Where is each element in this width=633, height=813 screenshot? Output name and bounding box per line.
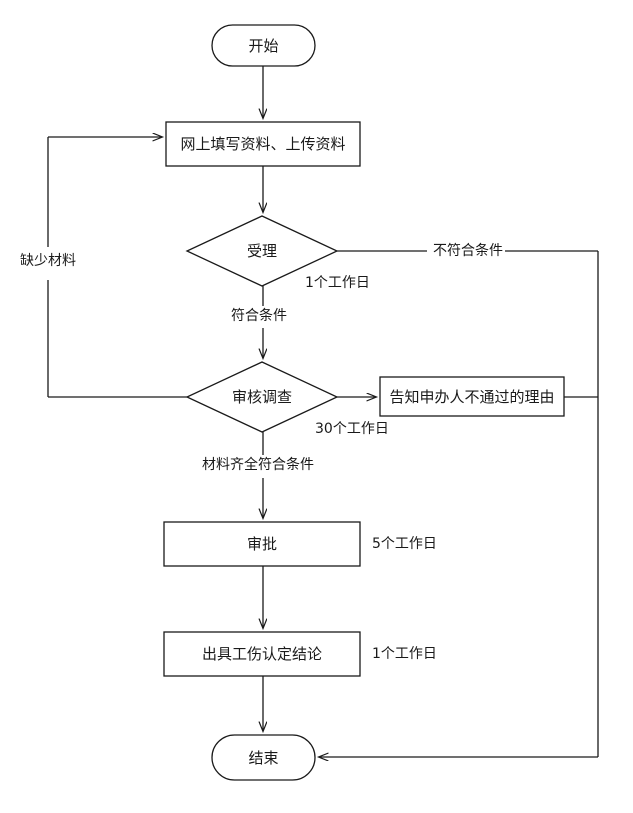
shape-fill-online <box>165 121 361 167</box>
edge-label-review-duration: 30个工作日 <box>313 421 391 438</box>
node-conclusion[interactable] <box>164 632 360 676</box>
edge-label-accept-duration: 1个工作日 <box>303 275 372 292</box>
node-review[interactable] <box>187 362 337 432</box>
edge-label-approve-duration: 5个工作日 <box>370 536 439 553</box>
node-end[interactable] <box>212 735 315 780</box>
node-start[interactable] <box>212 25 315 66</box>
shape-accept <box>185 215 339 287</box>
shape-notify-reject <box>379 376 565 417</box>
shape-conclusion <box>163 631 361 677</box>
node-fill-online[interactable] <box>166 122 360 166</box>
edge-label-conclusion-duration: 1个工作日 <box>370 646 439 663</box>
edge-label-materials-complete: 材料齐全符合条件 <box>200 457 316 474</box>
node-accept[interactable] <box>187 216 337 286</box>
shape-end <box>211 734 316 781</box>
edge-label-not-qualified: 不符合条件 <box>431 243 505 260</box>
shape-approve <box>163 521 361 567</box>
node-notify-reject[interactable] <box>380 377 564 416</box>
node-approve[interactable] <box>164 522 360 566</box>
edge-label-missing-materials: 缺少材料 <box>18 253 78 270</box>
shape-review <box>185 361 339 433</box>
edge-label-qualified: 符合条件 <box>229 308 289 325</box>
